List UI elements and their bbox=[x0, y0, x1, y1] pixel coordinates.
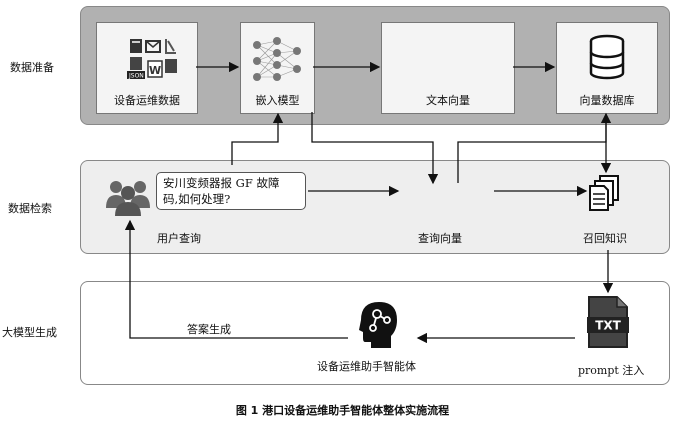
agent-label: 设备运维助手智能体 bbox=[317, 360, 416, 373]
txt-file-icon: TXT bbox=[587, 296, 629, 348]
query-line-2: 码,如何处理? bbox=[163, 192, 231, 206]
query-line-1: 安川变频器报 GF 故障 bbox=[163, 176, 280, 190]
database-icon bbox=[589, 34, 625, 80]
text-vector-card: 文本向量 bbox=[381, 22, 515, 114]
query-vector-label: 查询向量 bbox=[418, 232, 462, 245]
row-label-retrieval: 数据检索 bbox=[8, 202, 52, 215]
answer-generation-label: 答案生成 bbox=[187, 323, 231, 336]
row-label-generation: 大模型生成 bbox=[2, 326, 57, 339]
row-label-prep: 数据准备 bbox=[10, 61, 54, 74]
recall-knowledge-label: 召回知识 bbox=[583, 232, 627, 245]
documents-icon bbox=[589, 175, 619, 211]
device-data-label: 设备运维数据 bbox=[114, 94, 180, 107]
arrow-query-to-embed bbox=[231, 112, 284, 165]
embedding-model-label: 嵌入模型 bbox=[255, 94, 300, 107]
figure-caption: 图 1 港口设备运维助手智能体整体实施流程 bbox=[235, 404, 450, 417]
arrow-agent-to-user bbox=[124, 219, 348, 339]
text-vector-label: 文本向量 bbox=[426, 94, 470, 107]
ai-head-icon bbox=[359, 302, 397, 348]
embedding-model-card: 嵌入模型 bbox=[240, 22, 315, 114]
arrow-embed-to-query-vector bbox=[311, 112, 439, 185]
prompt-injection-label: prompt 注入 bbox=[578, 364, 645, 377]
vector-database-label: 向量数据库 bbox=[579, 94, 635, 107]
json-label: JSON bbox=[128, 73, 144, 80]
file-types-icon: JSON W bbox=[127, 39, 177, 80]
user-query-label: 用户查询 bbox=[157, 232, 201, 245]
device-data-card: JSON W 设备运维数据 bbox=[96, 22, 198, 114]
neural-network-icon bbox=[253, 37, 301, 81]
svg-text:W: W bbox=[149, 64, 161, 77]
vector-database-card: 向量数据库 bbox=[556, 22, 658, 114]
txt-label: TXT bbox=[595, 319, 621, 333]
arrow-query-vector-to-db bbox=[457, 112, 612, 183]
users-icon bbox=[106, 181, 150, 216]
query-bubble: 安川变频器报 GF 故障 码,如何处理? bbox=[156, 172, 306, 210]
